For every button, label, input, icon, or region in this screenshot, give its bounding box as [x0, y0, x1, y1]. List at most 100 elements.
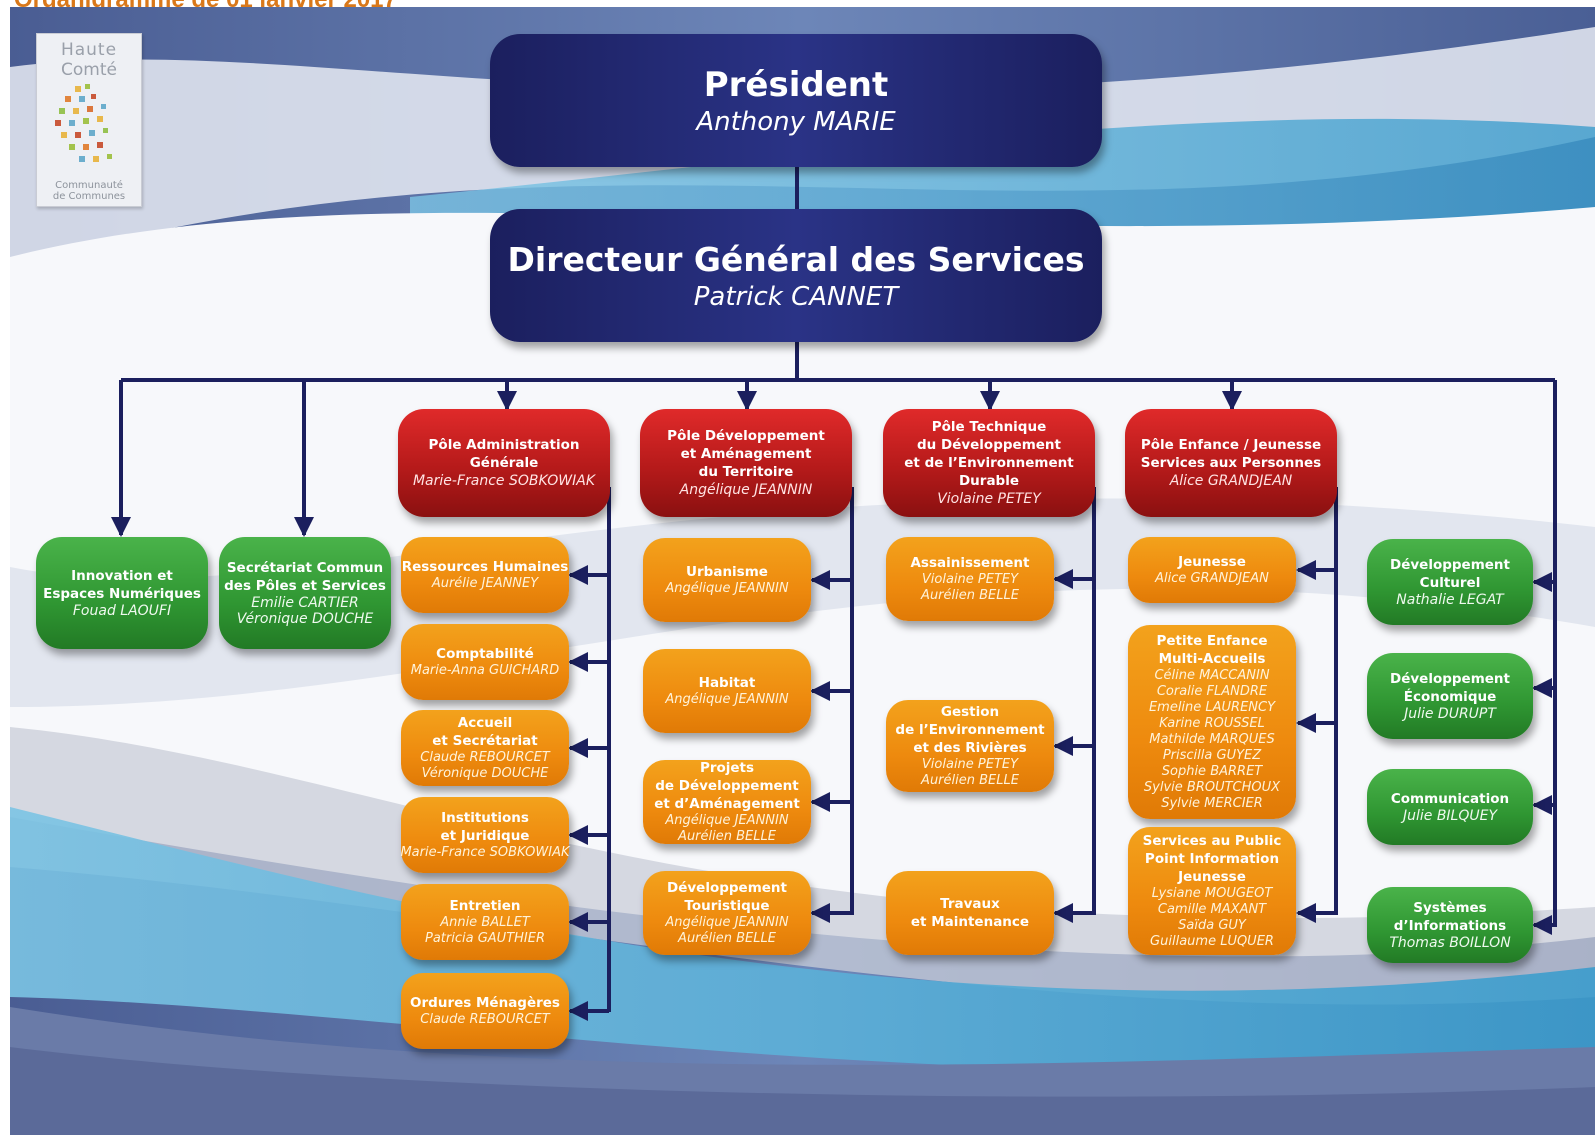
service-box-name: Marie-Anna GUICHARD — [410, 663, 560, 678]
service-box-title: Touristique — [684, 898, 770, 914]
service-box-name: Guillaume LUQUER — [1150, 934, 1274, 949]
service-box-title: Comptabilité — [436, 646, 534, 662]
transverse-service-box-name: Nathalie LEGAT — [1396, 592, 1504, 608]
service-box-name: Aurélien BELLE — [921, 588, 1019, 603]
pole-box-title: et Aménagement — [680, 446, 812, 462]
service-box-title: Gestion — [940, 704, 1000, 720]
service-box-name: Annie BALLET — [440, 915, 530, 930]
president-box: Président Anthony MARIE — [490, 34, 1102, 167]
pole-box-title: Pôle Développement — [667, 428, 825, 444]
president-title: Président — [703, 64, 889, 105]
pole-box-name: Violaine PETEY — [937, 491, 1041, 507]
pole-box-title: Services aux Personnes — [1140, 455, 1322, 471]
service-box-title: Urbanisme — [686, 564, 768, 580]
logo-caption1: Communauté — [55, 180, 123, 191]
dgs-box: Directeur Général des Services Patrick C… — [490, 209, 1102, 342]
service-box-name: Aurélien BELLE — [678, 829, 776, 844]
service-box-title: Multi-Accueils — [1158, 651, 1266, 667]
pole-box-title: Générale — [469, 455, 539, 471]
direct-service-box-title: des Pôles et Services — [224, 578, 386, 594]
service-box-title: et d’Aménagement — [654, 796, 800, 812]
service-box-name: Claude REBOURCET — [420, 1012, 550, 1027]
service-box-name: Aurélien BELLE — [678, 931, 776, 946]
logo-caption2: de Communes — [52, 191, 126, 202]
service-box-title: Jeunesse — [1178, 869, 1246, 885]
pole-box-name: Angélique JEANNIN — [679, 482, 813, 498]
service-box-title: Accueil — [457, 715, 513, 731]
connector-lines — [111, 167, 1557, 1021]
service-box-name: Céline MACCANIN — [1154, 668, 1270, 683]
direct-service-box-name: Emilie CARTIER — [251, 595, 359, 611]
service-box-title: et des Rivières — [913, 740, 1027, 756]
direct-service-box-title: Innovation et — [71, 568, 173, 584]
transverse-service-box-name: Thomas BOILLON — [1389, 935, 1511, 951]
dgs-title: Directeur Général des Services — [507, 239, 1085, 279]
transverse-service-box-title: Développement — [1390, 671, 1510, 687]
direct-service-box-title: Secrétariat Commun — [226, 560, 384, 576]
org-chart-canvas: Haute Comté Communauté de Communes Prési… — [10, 7, 1595, 1135]
service-box-name: Claude REBOURCET — [420, 750, 550, 765]
service-box-title: Point Information — [1144, 851, 1280, 867]
pole-box-name: Alice GRANDJEAN — [1169, 473, 1293, 489]
transverse-service-box-title: Communication — [1390, 791, 1510, 807]
service-box-name: Sophie BARRET — [1161, 764, 1263, 779]
pole-box-title: Pôle Technique — [931, 419, 1047, 435]
page-title: Organigramme de 01 janvier 2017 — [14, 0, 397, 10]
logo-line2: Comté — [61, 60, 117, 80]
pole-box: Pôle Développement et Aménagement du Terri… — [640, 409, 852, 517]
transverse-service-box-title: d’Informations — [1393, 918, 1507, 934]
service-box-name: Camille MAXANT — [1157, 902, 1267, 917]
transverse-service-box-name: Julie DURUPT — [1404, 706, 1496, 722]
service-box-name: Sylvie MERCIER — [1161, 796, 1263, 811]
service-box-name: Karine ROUSSEL — [1159, 716, 1265, 731]
haute-comte-logo: Haute Comté Communauté de Communes — [36, 33, 142, 207]
pole-box-title: et de l’Environnement — [904, 455, 1074, 471]
direct-service-box-name: Véronique DOUCHE — [236, 611, 374, 627]
pole-box-title: du Territoire — [698, 464, 794, 480]
service-box-name: Marie-France SOBKOWIAK — [400, 845, 570, 860]
service-box-title: et Secrétariat — [432, 733, 538, 749]
pole-box-title: Pôle Administration — [428, 437, 580, 453]
transverse-service-box-title: Culturel — [1419, 575, 1481, 591]
service-box-name: Saïda GUY — [1178, 918, 1246, 933]
pole-box-name: Marie-France SOBKOWIAK — [412, 473, 596, 489]
direct-service-box-name: Fouad LAOUFI — [72, 603, 172, 619]
service-box-name: Angélique JEANNIN — [665, 813, 789, 828]
transverse-service-box-title: Économique — [1403, 689, 1497, 705]
service-box-title: Petite Enfance — [1156, 633, 1268, 649]
service-box-title: et Juridique — [440, 828, 530, 844]
service-box-name: Violaine PETEY — [921, 572, 1019, 587]
transverse-service-box-name: Julie BILQUEY — [1402, 808, 1498, 824]
service-box-name: Sylvie BROUTCHOUX — [1143, 780, 1281, 795]
service-box-name: Priscilla GUYEZ — [1162, 748, 1262, 763]
transverse-service-box-title: Développement — [1390, 557, 1510, 573]
service-box-title: et Maintenance — [910, 914, 1030, 930]
service-box-title: Projets — [699, 760, 755, 776]
service-box-name: Aurélie JEANNEY — [431, 576, 539, 591]
service-box-name: Patricia GAUTHIER — [425, 931, 545, 946]
service-box-title: Ressources Humaines — [401, 559, 569, 575]
president-name: Anthony MARIE — [696, 106, 896, 137]
service-box-name: Alice GRANDJEAN — [1155, 571, 1269, 586]
